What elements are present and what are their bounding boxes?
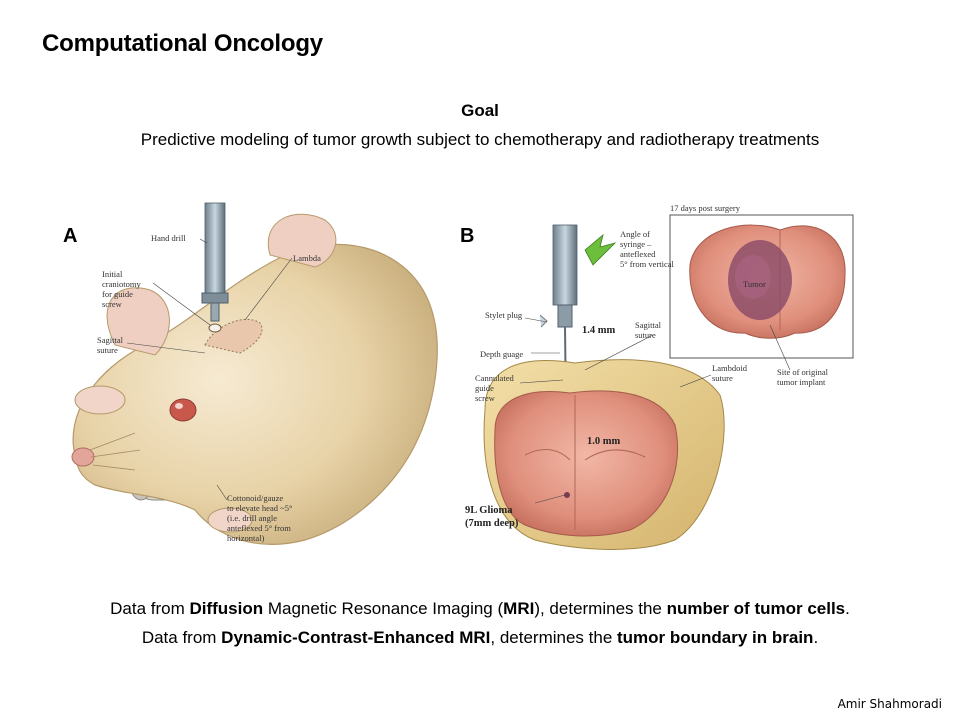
anno-cotton-1: Cottonoid/gauze bbox=[227, 493, 283, 503]
anno-angle-4: 5° from vertical bbox=[620, 259, 675, 269]
arrow-icon bbox=[584, 233, 617, 266]
panel-b-label: B bbox=[460, 225, 474, 247]
anno-angle-1: Angle of bbox=[620, 229, 650, 239]
anno-sagittal-2: suture bbox=[97, 345, 118, 355]
anno-hand-drill: Hand drill bbox=[151, 233, 186, 243]
anno-cannulated-1: Cannulated bbox=[475, 373, 514, 383]
anno-lambda: Lambda bbox=[293, 253, 321, 263]
anno-cannulated-3: screw bbox=[475, 393, 496, 403]
panel-b: B 17 days post surgery Tumor Site of ori… bbox=[460, 203, 854, 550]
text-segment: Magnetic Resonance Imaging ( bbox=[263, 599, 504, 618]
anno-site-1: Site of original bbox=[777, 367, 829, 377]
anno-cotton-5: horizontal) bbox=[227, 533, 264, 543]
anno-sagittal-1: Sagittal bbox=[97, 335, 124, 345]
anno-tumor: Tumor bbox=[743, 279, 766, 289]
anno-cotton-4: anteflexed 5° from bbox=[227, 523, 291, 533]
anno-angle-3: anteflexed bbox=[620, 249, 656, 259]
data-source-line-dce: Data from Dynamic-Contrast-Enhanced MRI,… bbox=[0, 628, 960, 648]
anno-sagittal-b-1: Sagittal bbox=[635, 320, 662, 330]
emphasis-tumor-cells: number of tumor cells bbox=[666, 599, 846, 618]
brain-coronal-section bbox=[483, 359, 725, 550]
anno-cotton-2: to elevate head ~5° bbox=[227, 503, 292, 513]
text-segment: . bbox=[845, 599, 850, 618]
anno-angle-2: syringe – bbox=[620, 239, 652, 249]
hand-drill bbox=[201, 202, 229, 322]
anno-lambdoid-1: Lambdoid bbox=[712, 363, 748, 373]
anno-depth-1-0: 1.0 mm bbox=[587, 436, 620, 447]
text-segment: , determines the bbox=[490, 628, 617, 647]
text-segment: ), determines the bbox=[534, 599, 667, 618]
emphasis-diffusion: Diffusion bbox=[189, 599, 264, 618]
author-name: Amir Shahmoradi bbox=[837, 697, 942, 711]
anno-sagittal-b-2: suture bbox=[635, 330, 656, 340]
anno-glioma-2: (7mm deep) bbox=[465, 518, 519, 529]
anno-cotton-3: (i.e. drill angle bbox=[227, 513, 277, 523]
goal-description: Predictive modeling of tumor growth subj… bbox=[140, 130, 820, 149]
anno-days-post-surgery: 17 days post surgery bbox=[670, 203, 741, 213]
text-segment: . bbox=[813, 628, 819, 647]
panel-a-label: A bbox=[63, 225, 77, 247]
illustration-svg: A bbox=[63, 202, 854, 550]
panel-a: A bbox=[63, 202, 438, 545]
data-source-line-diffusion: Data from Diffusion Magnetic Resonance I… bbox=[0, 599, 960, 619]
emphasis-mri: MRI bbox=[503, 599, 535, 618]
slide-title: Computational Oncology bbox=[42, 30, 323, 57]
goal-heading: Goal bbox=[461, 101, 499, 120]
anno-site-2: tumor implant bbox=[777, 377, 826, 387]
inset-brain-section: Tumor bbox=[689, 224, 846, 339]
anno-cannulated-2: guide bbox=[475, 383, 494, 393]
anno-depth-1-4: 1.4 mm bbox=[582, 325, 615, 336]
anno-glioma-1: 9L Glioma bbox=[465, 505, 513, 516]
anno-initial-3: for guide bbox=[102, 289, 133, 299]
anno-initial-2: craniotomy bbox=[102, 279, 141, 289]
rat-illustration bbox=[71, 213, 438, 545]
surgical-illustration-figure: A bbox=[55, 195, 870, 570]
anno-stylet-plug: Stylet plug bbox=[485, 310, 523, 320]
emphasis-dce-mri: Dynamic-Contrast-Enhanced MRI bbox=[221, 628, 491, 647]
anno-initial-4: screw bbox=[102, 299, 123, 309]
text-segment: Data from bbox=[141, 628, 222, 647]
anno-initial-1: Initial bbox=[102, 269, 123, 279]
anno-depth-gauge: Depth guage bbox=[480, 349, 523, 359]
anno-lambdoid-2: suture bbox=[712, 373, 733, 383]
emphasis-tumor-boundary: tumor boundary in brain bbox=[617, 628, 814, 647]
text-segment: Data from bbox=[110, 599, 190, 618]
